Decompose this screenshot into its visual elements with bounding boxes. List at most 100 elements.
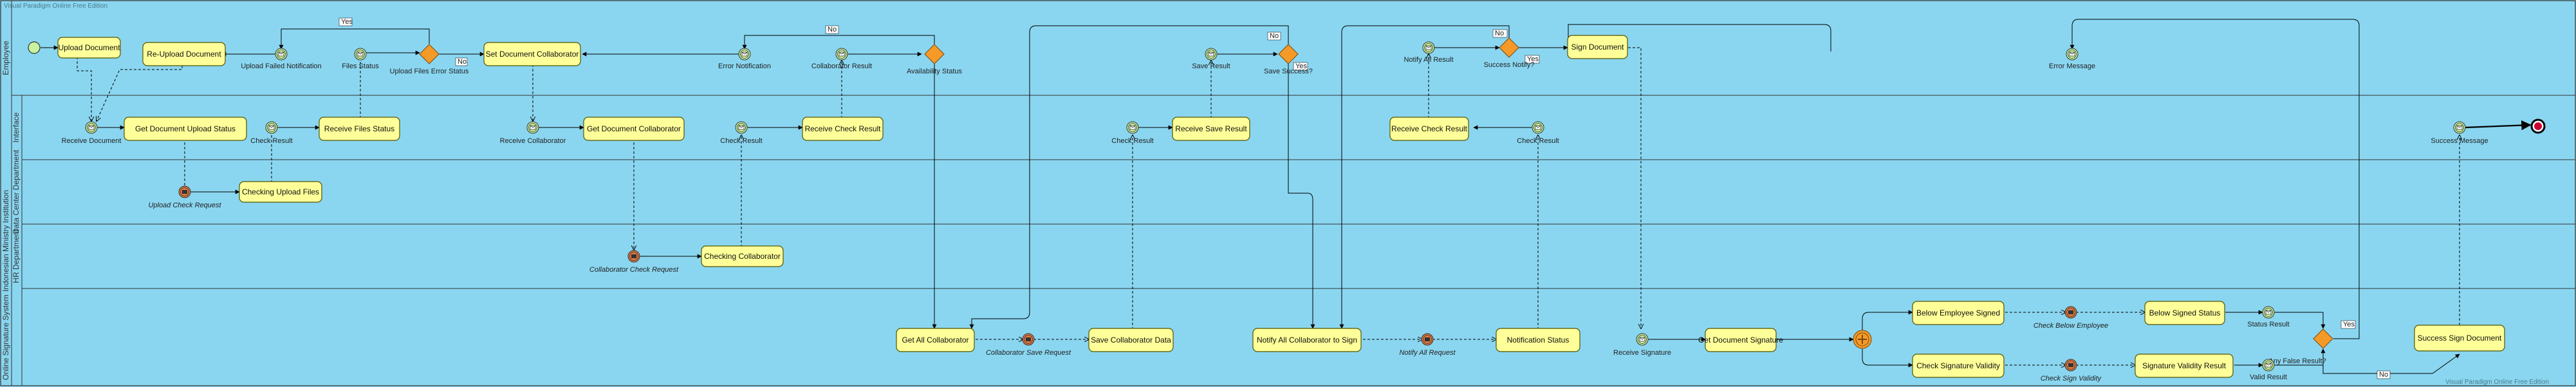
message-event-label: Upload Failed Notification bbox=[241, 62, 321, 70]
intermediate-event-label: Collaborator Check Request bbox=[589, 266, 679, 274]
start-event[interactable] bbox=[28, 41, 41, 54]
message-event-m14[interactable]: Success Message bbox=[2431, 121, 2488, 145]
message-event-m3[interactable]: Error Notification bbox=[718, 48, 771, 70]
message-event-label: Save Result bbox=[1192, 62, 1230, 70]
envelope-icon bbox=[631, 254, 636, 258]
task-label: Receive Files Status bbox=[324, 124, 394, 133]
task-t4[interactable]: Sign Document bbox=[1567, 35, 1628, 59]
gateway-g1[interactable]: Upload Files Error Status bbox=[390, 44, 469, 75]
message-event-m5[interactable]: Save Result bbox=[1192, 48, 1230, 70]
message-event-m7[interactable]: Error Message bbox=[2049, 48, 2095, 70]
task-label: Get Document Collaborator bbox=[587, 124, 681, 133]
message-event-label: Status Result bbox=[2247, 321, 2289, 328]
task-label: Receive Check Result bbox=[1391, 124, 1468, 133]
envelope-icon bbox=[1026, 337, 1031, 341]
intermediate-event-i3[interactable]: Collaborator Save Request bbox=[986, 333, 1071, 357]
message-event-label: Receive Collaborator bbox=[500, 137, 566, 145]
label-yes-2: Yes bbox=[1295, 62, 1307, 70]
gateways-layer: Upload Files Error Status Availability St… bbox=[390, 37, 2333, 365]
message-event-label: Check Result bbox=[250, 137, 292, 145]
task-t21[interactable]: Signature Validity Result bbox=[2135, 354, 2234, 378]
gateway-label: Success Notify? bbox=[1484, 61, 1535, 69]
task-t2[interactable]: Re-Upload Document bbox=[142, 42, 226, 66]
gateway-g2[interactable]: Availability Status bbox=[907, 44, 963, 75]
gateway-g5[interactable]: Any False Result? bbox=[2268, 328, 2333, 365]
events-layer: Upload Failed Notification Files Status Er… bbox=[62, 41, 2488, 381]
task-label: Checking Upload Files bbox=[242, 187, 319, 196]
task-label: Success Sign Document bbox=[2418, 334, 2502, 343]
gateway-g4[interactable]: Success Notify? bbox=[1484, 37, 1535, 69]
task-label: Notify All Collaborator to Sign bbox=[1257, 335, 1357, 345]
intermediate-event-i1[interactable]: Upload Check Request bbox=[148, 185, 222, 209]
task-t17[interactable]: Get Document Signature bbox=[1698, 328, 1783, 352]
intermediate-event-label: Check Below Employee bbox=[2034, 322, 2108, 330]
intermediate-event-i2[interactable]: Collaborator Check Request bbox=[589, 250, 679, 274]
parallel-gateway[interactable] bbox=[1853, 330, 1872, 349]
task-t3[interactable]: Set Document Collaborator bbox=[483, 42, 581, 66]
message-event-label: Notify All Result bbox=[1404, 56, 1453, 64]
lane-label-interface: Interface bbox=[12, 112, 21, 142]
task-t22[interactable]: Success Sign Document bbox=[2414, 325, 2505, 352]
task-t6[interactable]: Receive Files Status bbox=[319, 117, 400, 141]
intermediate-event-i6[interactable]: Check Sign Validity bbox=[2041, 359, 2102, 382]
gateway-g3[interactable]: Save Success? bbox=[1264, 44, 1313, 75]
end-event[interactable] bbox=[2530, 118, 2546, 134]
label-no-3: No bbox=[1270, 32, 1279, 40]
label-yes-1: Yes bbox=[341, 18, 353, 26]
message-event-label: Check Result bbox=[720, 137, 762, 145]
message-event-m11[interactable]: Check Result bbox=[720, 121, 763, 145]
task-t7[interactable]: Get Document Collaborator bbox=[583, 117, 685, 141]
message-event-m10[interactable]: Receive Collaborator bbox=[500, 121, 566, 145]
message-event-label: Collaborator Result bbox=[811, 62, 872, 70]
task-t10[interactable]: Receive Check Result bbox=[1389, 117, 1469, 141]
task-t15[interactable]: Notify All Collaborator to Sign bbox=[1252, 328, 1362, 352]
envelope-icon bbox=[2068, 363, 2073, 367]
message-event-m12[interactable]: Check Result bbox=[1111, 121, 1154, 145]
message-event-m16[interactable]: Status Result bbox=[2247, 306, 2290, 328]
task-t5[interactable]: Get Document Upload Status bbox=[124, 117, 247, 141]
label-no-4: No bbox=[1495, 30, 1504, 37]
flows bbox=[41, 19, 2532, 374]
message-event-m6[interactable]: Notify All Result bbox=[1404, 41, 1454, 64]
envelope-icon bbox=[2068, 310, 2073, 314]
message-event-m17[interactable]: Valid Result bbox=[2250, 359, 2287, 381]
label-yes-4: Yes bbox=[2343, 321, 2355, 328]
gateway-label: Availability Status bbox=[907, 68, 963, 75]
message-event-m8[interactable]: Receive Document bbox=[62, 121, 122, 145]
task-t12[interactable]: Checking Collaborator bbox=[701, 245, 784, 267]
intermediate-event-i5[interactable]: Check Below Employee bbox=[2034, 306, 2108, 330]
task-t8[interactable]: Receive Check Result bbox=[802, 117, 884, 141]
task-label: Get Document Upload Status bbox=[135, 124, 236, 133]
task-t1[interactable]: Upload Document bbox=[57, 37, 121, 59]
task-t19[interactable]: Below Signed Status bbox=[2144, 301, 2225, 325]
message-event-m2[interactable]: Files Status bbox=[342, 48, 379, 70]
task-label: Receive Save Result bbox=[1175, 124, 1247, 133]
message-event-m15[interactable]: Receive Signature bbox=[1613, 333, 1671, 357]
intermediate-event-label: Upload Check Request bbox=[148, 202, 221, 209]
task-t13[interactable]: Get All Collaborator bbox=[896, 328, 975, 352]
watermark-bottom: Visual Paradigm Online Free Edition bbox=[2445, 379, 2549, 386]
message-event-m9[interactable]: Check Result bbox=[250, 121, 293, 145]
task-t14[interactable]: Save Collaborator Data bbox=[1088, 328, 1174, 352]
label-no-5: No bbox=[2379, 371, 2388, 379]
task-label: Below Signed Status bbox=[2149, 308, 2221, 317]
intermediate-event-i4[interactable]: Notify All Request bbox=[1399, 333, 1456, 357]
pool-label: Indonesian Ministry Institution bbox=[1, 190, 10, 292]
message-event-m4[interactable]: Collaborator Result bbox=[811, 48, 872, 70]
envelope-icon bbox=[182, 190, 187, 194]
tasks-layer: Upload Document Re-Upload Document Set Doc… bbox=[57, 35, 2505, 378]
task-t20[interactable]: Check Signature Validity bbox=[1912, 354, 2005, 378]
gateway-label: Upload Files Error Status bbox=[390, 68, 469, 75]
task-t9[interactable]: Receive Save Result bbox=[1172, 117, 1250, 141]
task-t16[interactable]: Notification Status bbox=[1496, 328, 1580, 352]
label-no-1: No bbox=[458, 58, 467, 66]
task-label: Get All Collaborator bbox=[902, 335, 968, 345]
message-event-m1[interactable]: Upload Failed Notification bbox=[241, 48, 322, 70]
message-event-m13[interactable]: Check Result bbox=[1517, 121, 1559, 145]
task-t11[interactable]: Checking Upload Files bbox=[239, 181, 322, 203]
task-t18[interactable]: Below Employee Signed bbox=[1912, 301, 2005, 325]
label-yes-3: Yes bbox=[1527, 55, 1539, 63]
lane-label-data-center: Data Center Department bbox=[12, 149, 21, 234]
